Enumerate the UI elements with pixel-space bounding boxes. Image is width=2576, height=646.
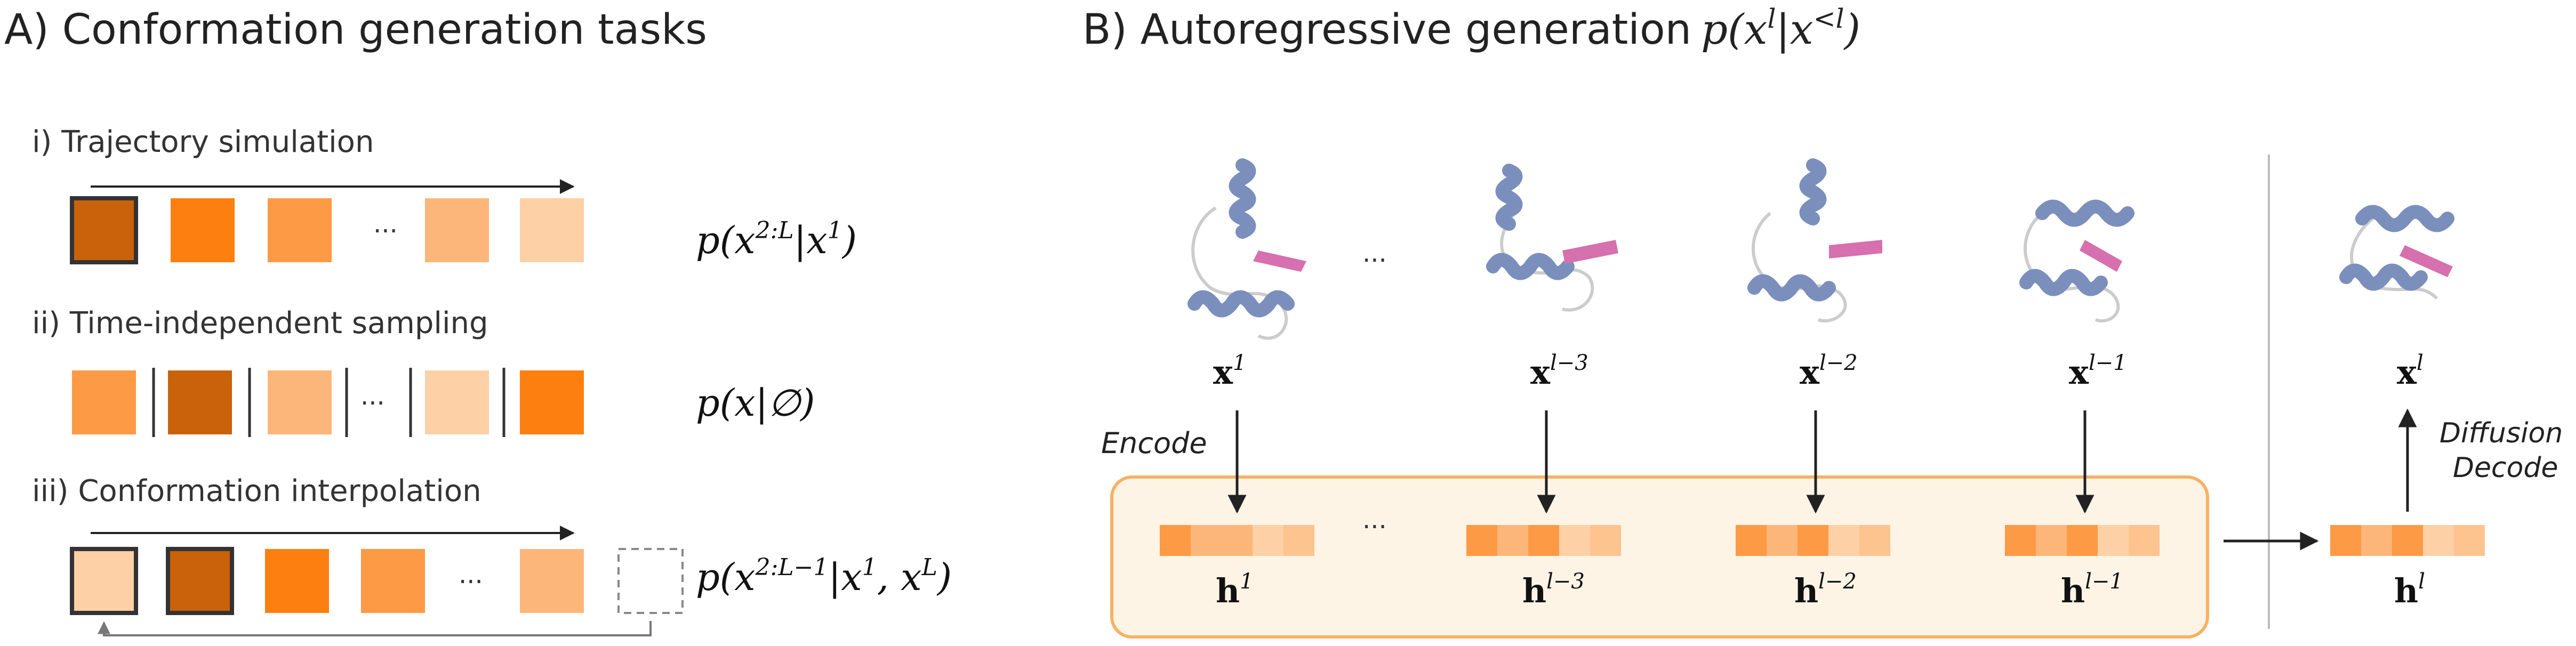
- latent-token-h-l-3: [1466, 525, 1621, 556]
- frame-box: [168, 370, 232, 434]
- frame-box: [361, 549, 425, 613]
- interpolation-link-arrow: [98, 621, 652, 636]
- protein-structure-l-3: [1486, 164, 1618, 312]
- protein-structure-1: [1187, 158, 1306, 340]
- x-label-l-3: xl−3: [1530, 351, 1588, 392]
- h-label-l-2: hl−2: [1794, 569, 1857, 610]
- frame-box: [520, 370, 584, 434]
- frame-box-conditioned: [70, 196, 138, 264]
- frame-box: [520, 549, 584, 613]
- x-label-l: xl: [2397, 351, 2423, 392]
- decode-label-line-2: Decode: [2453, 452, 2558, 484]
- protein-structure-l: [2339, 205, 2454, 300]
- latent-token-h-l: [2330, 525, 2485, 556]
- frame-box: [72, 370, 136, 434]
- task-label: i) Trajectory simulation: [32, 125, 374, 159]
- encode-label: Encode: [1101, 426, 1207, 460]
- ellipsis: ···: [373, 216, 398, 246]
- h-label-l-3: hl−3: [1522, 569, 1585, 610]
- frame-box: [425, 198, 489, 262]
- h-label-1: h1: [1216, 569, 1254, 610]
- latent-token-h-l-1: [2005, 525, 2160, 556]
- frame-box: [520, 198, 584, 262]
- ellipsis-bottom: ···: [1362, 512, 1387, 542]
- task-trajectory-simulation: i) Trajectory simulation ··· p(x2:L|x1): [32, 125, 857, 264]
- ellipsis-top: ···: [1362, 246, 1387, 276]
- task-formula: p(x2:L|x1): [696, 217, 857, 262]
- frame-box: [268, 370, 332, 434]
- frame-box: [171, 198, 235, 262]
- encoder-region: [1110, 475, 2209, 639]
- frame-box: [265, 549, 329, 613]
- task-time-independent-sampling: ii) Time-independent sampling ··· p(x|∅): [32, 306, 815, 437]
- protein-structure-l-2: [1747, 158, 1882, 322]
- x-label-l-1: xl−1: [2069, 351, 2127, 392]
- x-label-1: x1: [1213, 351, 1246, 392]
- frame-box-conditioned: [70, 547, 138, 615]
- task-formula: p(x|∅): [696, 381, 815, 425]
- frame-box-target-placeholder: [617, 548, 684, 614]
- frame-box-conditioned: [166, 547, 234, 615]
- frame-box: [425, 370, 489, 434]
- frame-box: [268, 198, 332, 262]
- task-conformation-interpolation: iii) Conformation interpolation ··· p(x2…: [32, 474, 952, 636]
- protein-structure-l-1: [2019, 199, 2134, 322]
- latent-token-h-1: [1160, 525, 1314, 556]
- ellipsis: ···: [360, 389, 385, 418]
- decode-label-line-1: Diffusion: [2439, 417, 2563, 449]
- ellipsis: ···: [459, 567, 483, 597]
- latent-token-h-l-2: [1736, 525, 1890, 556]
- x-label-l-2: xl−2: [1800, 351, 1858, 392]
- h-label-l-1: hl−1: [2061, 569, 2123, 610]
- task-formula: p(x2:L−1|x1, xL): [696, 554, 952, 599]
- task-label: ii) Time-independent sampling: [32, 306, 488, 341]
- task-label: iii) Conformation interpolation: [32, 474, 482, 508]
- panel-a-title: A) Conformation generation tasks: [4, 6, 707, 54]
- h-label-l: hl: [2394, 569, 2425, 610]
